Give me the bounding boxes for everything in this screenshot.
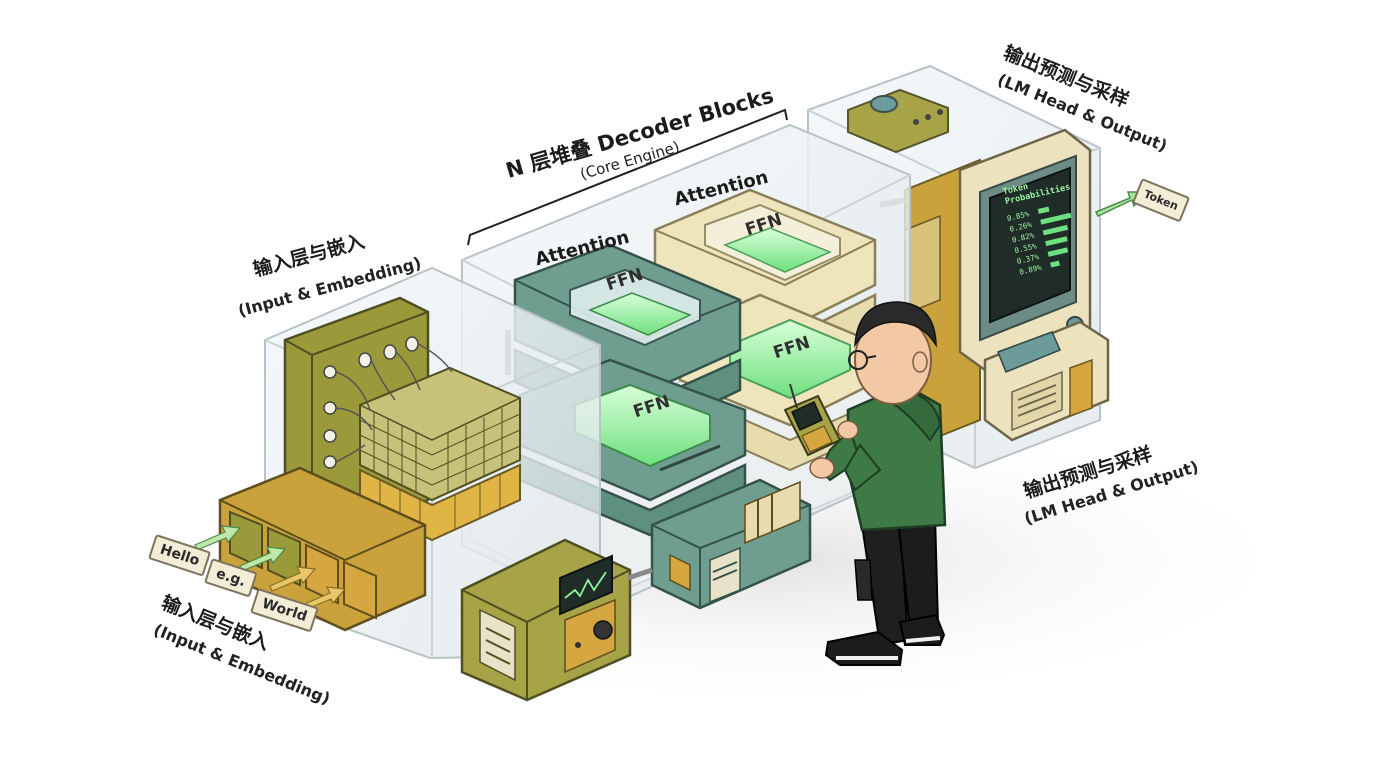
decoder-bracket — [467, 108, 788, 246]
screen-row-bar — [1037, 206, 1050, 214]
input-console — [194, 466, 427, 632]
screen-row-bar — [1050, 260, 1060, 268]
teal-console — [627, 478, 812, 610]
engineer-figure — [783, 301, 947, 666]
radio-device — [460, 538, 632, 702]
pipe — [879, 197, 906, 208]
